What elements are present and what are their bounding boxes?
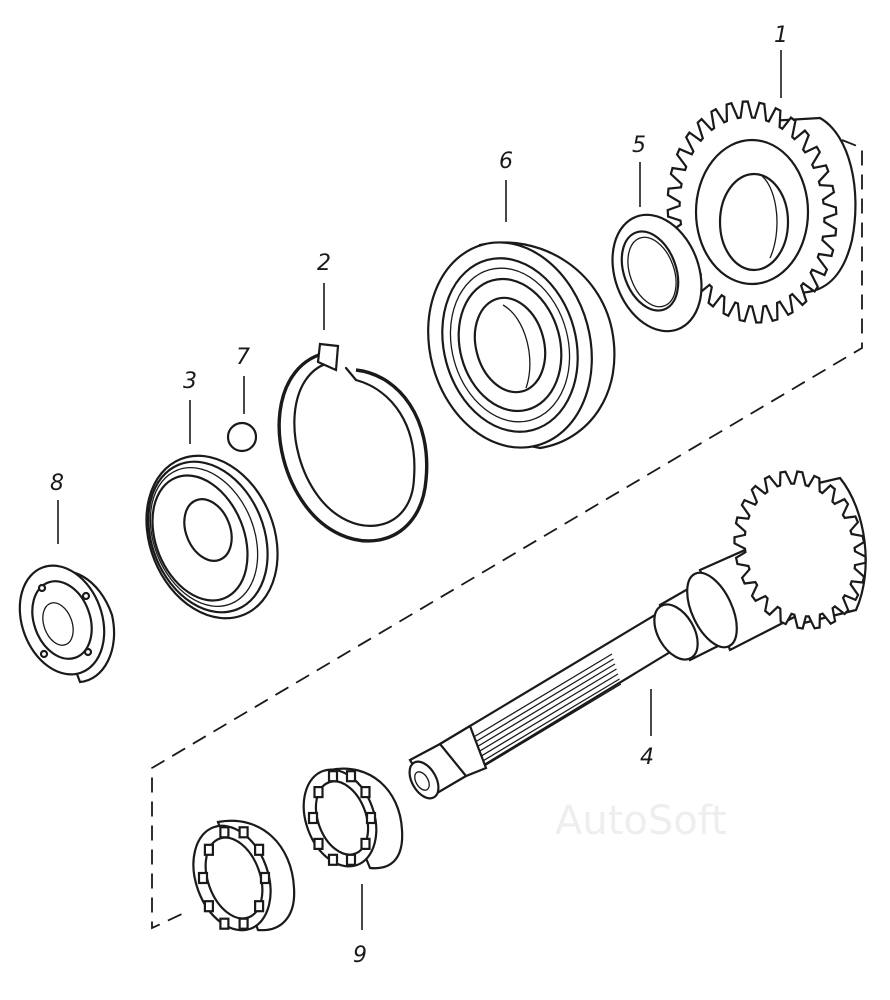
- callout-4: 4: [640, 745, 654, 770]
- seal-cup-part-3: [145, 454, 279, 620]
- callout-3: 3: [183, 369, 197, 394]
- needle-cage-upper: [302, 767, 404, 870]
- shaft-part-4: [408, 470, 867, 800]
- assembly-boundary: [151, 139, 863, 930]
- small-bearing-part-8: [18, 564, 116, 684]
- callout-1: 1: [774, 23, 788, 48]
- snap-ring-part-2: [277, 342, 429, 543]
- callout-8: 8: [50, 471, 64, 496]
- gear-part-1: [666, 100, 857, 324]
- callout-6: 6: [499, 149, 513, 174]
- washer-part-5: [611, 213, 703, 333]
- ball-part-7: [226, 421, 258, 453]
- cage-part-9: [192, 767, 404, 932]
- needle-cage-lower: [192, 819, 296, 932]
- watermark: AutoSoft: [555, 798, 727, 844]
- callout-9: 9: [353, 943, 367, 968]
- callout-7: 7: [236, 345, 250, 370]
- callout-2: 2: [317, 251, 331, 276]
- bearing-part-6: [427, 241, 616, 450]
- callout-5: 5: [632, 133, 646, 158]
